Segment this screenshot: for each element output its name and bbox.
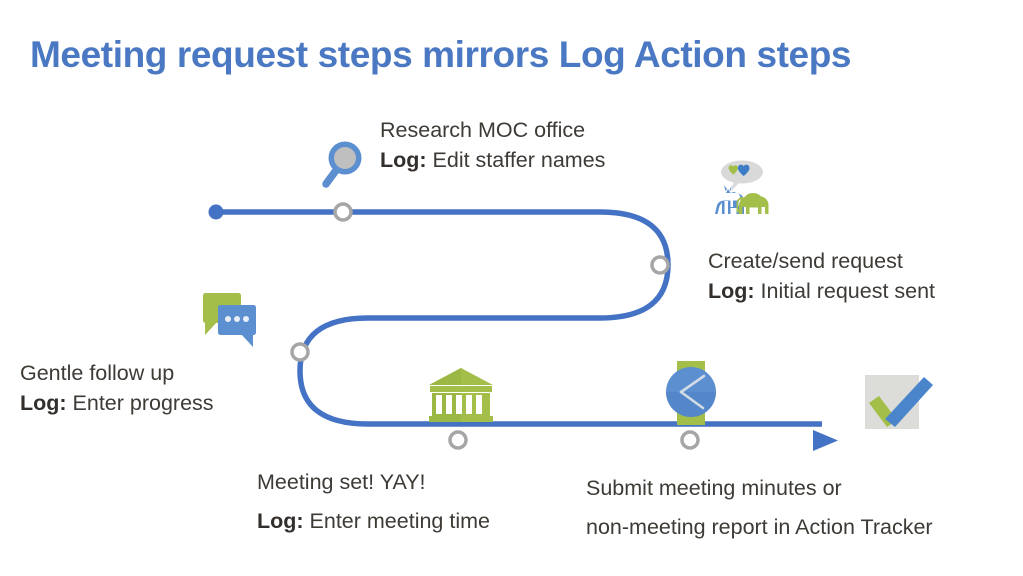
heart-blue-icon — [737, 164, 750, 176]
donkey-elephant-icon — [697, 160, 789, 222]
capitol-columns — [436, 395, 482, 414]
watch-hands — [679, 374, 706, 410]
step-create-line1: Create/send request — [708, 249, 903, 273]
step-research-log: Log: Edit staffer names — [380, 146, 605, 175]
elephant-shape — [736, 193, 769, 214]
log-text: Enter meeting time — [303, 509, 490, 534]
log-label: Log: — [20, 391, 67, 416]
log-text: Edit staffer names — [426, 148, 606, 173]
watch-icon — [657, 360, 729, 426]
flow-node-2[interactable] — [650, 255, 670, 275]
flow-node-5[interactable] — [680, 430, 700, 450]
magnifier-handle — [322, 165, 341, 188]
flow-node-1[interactable] — [333, 202, 353, 222]
flow-end-arrow — [813, 430, 838, 451]
heart-green-icon — [728, 165, 738, 175]
capitol-architrave — [430, 386, 492, 392]
flow-node-4[interactable] — [448, 430, 468, 450]
capitol-base-shade — [429, 416, 461, 422]
step-research-line1: Research MOC office — [380, 118, 586, 142]
step-label-submit-minutes: Submit meeting minutes or non-meeting re… — [586, 474, 933, 542]
log-text: Initial request sent — [754, 279, 936, 304]
step-gentle-line1: Gentle follow up — [20, 361, 175, 385]
checkmark-box-icon — [860, 368, 938, 436]
log-label: Log: — [708, 279, 755, 304]
chat-typing-dots — [225, 316, 249, 322]
step-label-create-send: Create/send request Log: Initial request… — [708, 247, 935, 306]
step-submit-line1: Submit meeting minutes or — [586, 476, 842, 500]
step-gentle-log: Log: Enter progress — [20, 389, 214, 418]
chat-bubbles-icon — [201, 291, 269, 349]
step-meeting-line1: Meeting set! YAY! — [257, 470, 426, 494]
step-create-log: Log: Initial request sent — [708, 277, 935, 306]
watch-face-shade — [666, 392, 716, 417]
step-meeting-log: Log: Enter meeting time — [257, 507, 490, 536]
magnifier-icon — [318, 136, 370, 192]
capitol-building-icon — [423, 366, 499, 424]
step-label-gentle-follow-up: Gentle follow up Log: Enter progress — [20, 359, 214, 418]
chat-bubble-blue — [218, 305, 256, 347]
flow-path — [215, 209, 822, 427]
log-label: Log: — [257, 509, 304, 534]
step-label-meeting-set: Meeting set! YAY! Log: Enter meeting tim… — [257, 468, 490, 536]
checkmark-stroke-blue — [885, 377, 933, 427]
capitol-pediment-shade — [429, 368, 461, 385]
page-title: Meeting request steps mirrors Log Action… — [30, 34, 852, 75]
log-label: Log: — [380, 148, 427, 173]
step-label-research: Research MOC office Log: Edit staffer na… — [380, 116, 605, 175]
speech-bubble-tail — [731, 181, 740, 191]
log-text: Enter progress — [66, 391, 214, 416]
flow-start-dot — [208, 204, 224, 220]
magnifier-lens — [334, 147, 356, 169]
flow-node-3[interactable] — [290, 342, 310, 362]
step-submit-line2: non-meeting report in Action Tracker — [586, 515, 933, 540]
